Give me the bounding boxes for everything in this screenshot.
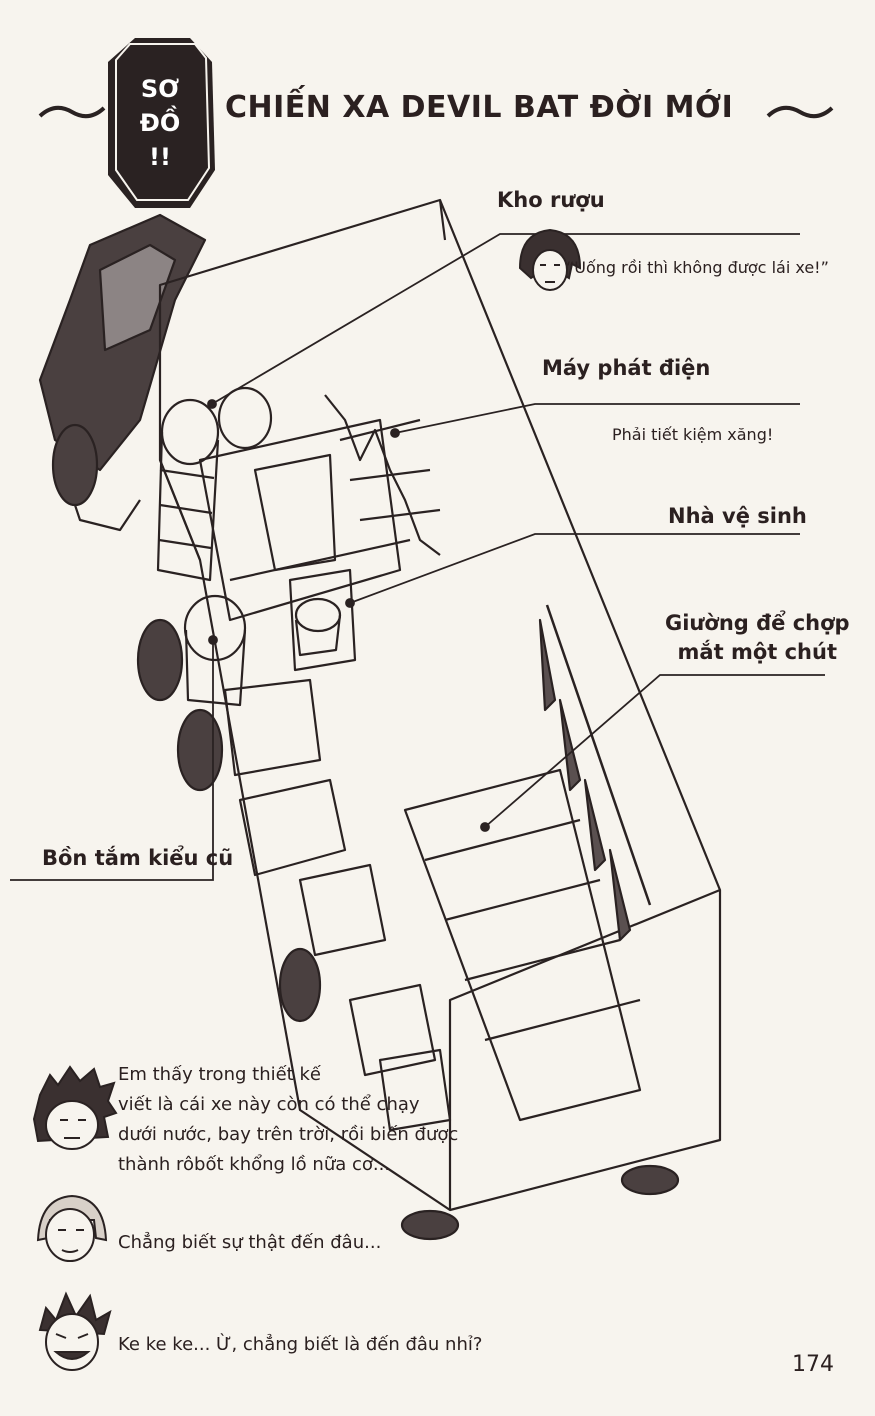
page-number: 174 bbox=[792, 1352, 834, 1377]
dialogue-line-2: Chẳng biết sự thật đến đâu... bbox=[118, 1232, 382, 1253]
girl-face-icon bbox=[36, 1194, 108, 1262]
generator-label: Máy phát điện bbox=[542, 356, 711, 380]
toilet-label: Nhà vệ sinh bbox=[668, 504, 807, 528]
wine-storage-leader-line bbox=[211, 233, 800, 405]
wine-barrels-drawing bbox=[156, 386, 273, 582]
old-bathtub-label: Bồn tắm kiểu cũ bbox=[42, 846, 234, 870]
vertical-eyes-girl-face-icon bbox=[518, 228, 582, 291]
page-title: CHIẾN XA DEVIL BAT ĐỜI MỚI bbox=[225, 90, 734, 125]
wine-storage-label: Kho rượu bbox=[497, 188, 605, 212]
wine-storage-quote: “Uống rồi thì không được lái xe!” bbox=[566, 258, 829, 277]
truck-wheels-drawing bbox=[136, 618, 680, 1241]
truck-container-drawing bbox=[158, 198, 722, 1212]
left-tilde-icon bbox=[38, 105, 106, 119]
right-tilde-icon bbox=[766, 105, 834, 119]
beds-drawing bbox=[403, 768, 642, 1122]
dialogue-line-3: Ke ke ke... Ừ, chẳng biết là đến đâu nhỉ… bbox=[118, 1334, 483, 1355]
spiky-hair-boy-face-icon bbox=[32, 1065, 118, 1150]
toilet-drawing bbox=[294, 597, 342, 657]
truck-cab-drawing bbox=[38, 213, 207, 532]
generator-drawing bbox=[324, 394, 441, 556]
bed-leader-line bbox=[484, 674, 825, 828]
bathtub-leader-line bbox=[10, 640, 214, 881]
toilet-leader-line bbox=[349, 533, 800, 604]
so-do-badge: SƠ ĐỒ !! bbox=[139, 75, 181, 171]
dialogue-line-1: Em thấy trong thiết kế viết là cái xe nà… bbox=[118, 1064, 459, 1175]
bathtub-drawing bbox=[183, 594, 322, 777]
generator-note: Phải tiết kiệm xăng! bbox=[612, 425, 774, 444]
nap-bed-label: Giường để chợp mắt một chút bbox=[665, 611, 850, 664]
generator-leader-line bbox=[394, 403, 800, 434]
devil-grin-face-icon bbox=[38, 1291, 112, 1371]
workstations-drawing bbox=[238, 778, 452, 1132]
so-do-badge-shape bbox=[108, 38, 215, 208]
hanging-bunks-drawing bbox=[538, 618, 632, 942]
